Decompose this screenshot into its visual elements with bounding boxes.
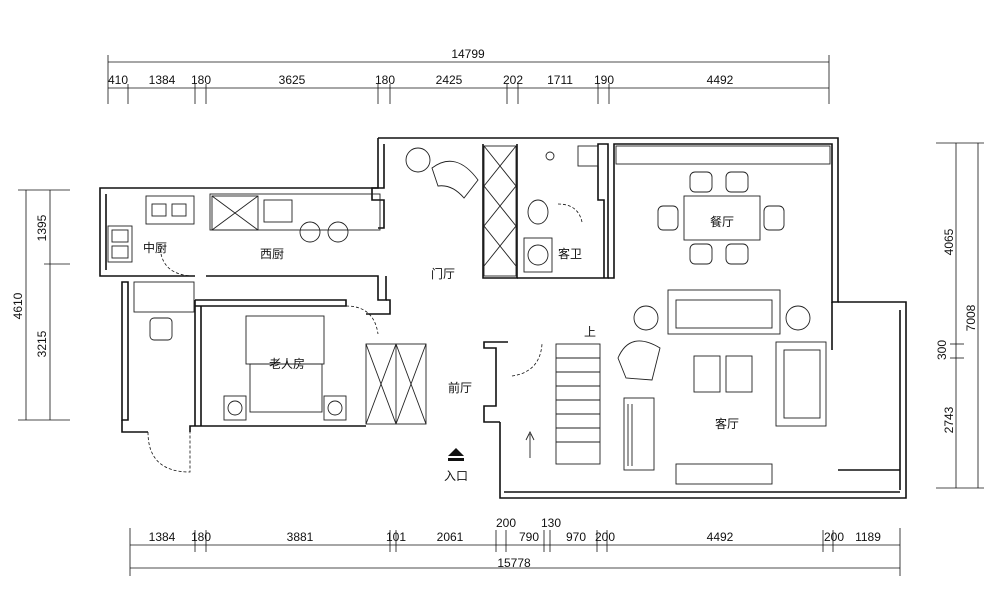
entrance-bar-icon <box>448 458 464 461</box>
left-dim-2: 3215 <box>35 330 49 357</box>
bottom-dim-9: 970 <box>566 530 586 544</box>
right-dimension-lines <box>936 142 984 489</box>
elder-room-furniture <box>133 281 427 425</box>
bottom-dim-13: 1189 <box>855 530 881 544</box>
right-total-dimension: 7008 <box>964 304 978 331</box>
top-dim-2: 1384 <box>149 73 176 87</box>
top-dim-3: 180 <box>191 73 211 87</box>
top-dim-9: 190 <box>594 73 614 87</box>
bottom-dim-2: 180 <box>191 530 211 544</box>
top-dimension-lines <box>107 55 830 104</box>
top-dim-4: 3625 <box>279 73 306 87</box>
left-dim-1: 1395 <box>35 214 49 241</box>
bottom-dim-1: 1384 <box>149 530 176 544</box>
label-middle-kitchen: 中厨 <box>143 240 167 255</box>
exterior-walls <box>99 137 907 499</box>
top-total-dimension: 14799 <box>451 47 485 61</box>
staircase <box>525 343 601 465</box>
bottom-dim-5: 2061 <box>437 530 464 544</box>
foyer-storage <box>405 145 517 277</box>
top-dim-10: 4492 <box>707 73 734 87</box>
bottom-total-dimension: 15778 <box>497 556 531 570</box>
label-dining: 餐厅 <box>710 214 734 229</box>
guest-bath-fixtures <box>523 145 599 273</box>
label-guest-bath: 客卫 <box>558 246 582 261</box>
bottom-dim-3: 3881 <box>287 530 314 544</box>
top-dim-7: 202 <box>503 73 523 87</box>
middle-kitchen-fixtures <box>107 195 195 263</box>
bottom-dim-8: 130 <box>541 516 561 530</box>
door-swings <box>147 203 583 473</box>
top-dim-5: 180 <box>375 73 395 87</box>
top-dim-6: 2425 <box>436 73 463 87</box>
left-dimension-lines <box>18 189 70 421</box>
entrance-arrow-icon <box>448 448 464 456</box>
bottom-dim-6: 200 <box>496 516 516 530</box>
bottom-dim-12: 200 <box>824 530 844 544</box>
label-elder-room: 老人房 <box>269 356 305 371</box>
right-dim-3: 2743 <box>942 406 956 433</box>
label-foyer: 门厅 <box>431 266 455 281</box>
dining-table-set <box>615 145 831 265</box>
top-dim-8: 1711 <box>547 73 573 87</box>
bottom-dim-4: 101 <box>386 530 406 544</box>
left-total-dimension: 4610 <box>11 292 25 319</box>
bottom-dim-10: 200 <box>595 530 615 544</box>
bottom-dim-11: 4492 <box>707 530 734 544</box>
bottom-dimension-lines <box>129 528 901 576</box>
top-dim-1: 410 <box>108 73 128 87</box>
living-room-furniture <box>617 289 827 485</box>
label-west-kitchen: 西厨 <box>260 247 284 261</box>
bottom-dim-7: 790 <box>519 530 539 544</box>
right-dim-2: 300 <box>935 340 949 360</box>
label-stair-up: 上 <box>584 325 596 339</box>
right-dim-1: 4065 <box>942 228 956 255</box>
label-living: 客厅 <box>715 416 739 431</box>
label-entrance: 入口 <box>444 469 468 483</box>
label-front-hall: 前厅 <box>448 380 472 395</box>
west-kitchen-fixtures <box>209 193 381 243</box>
